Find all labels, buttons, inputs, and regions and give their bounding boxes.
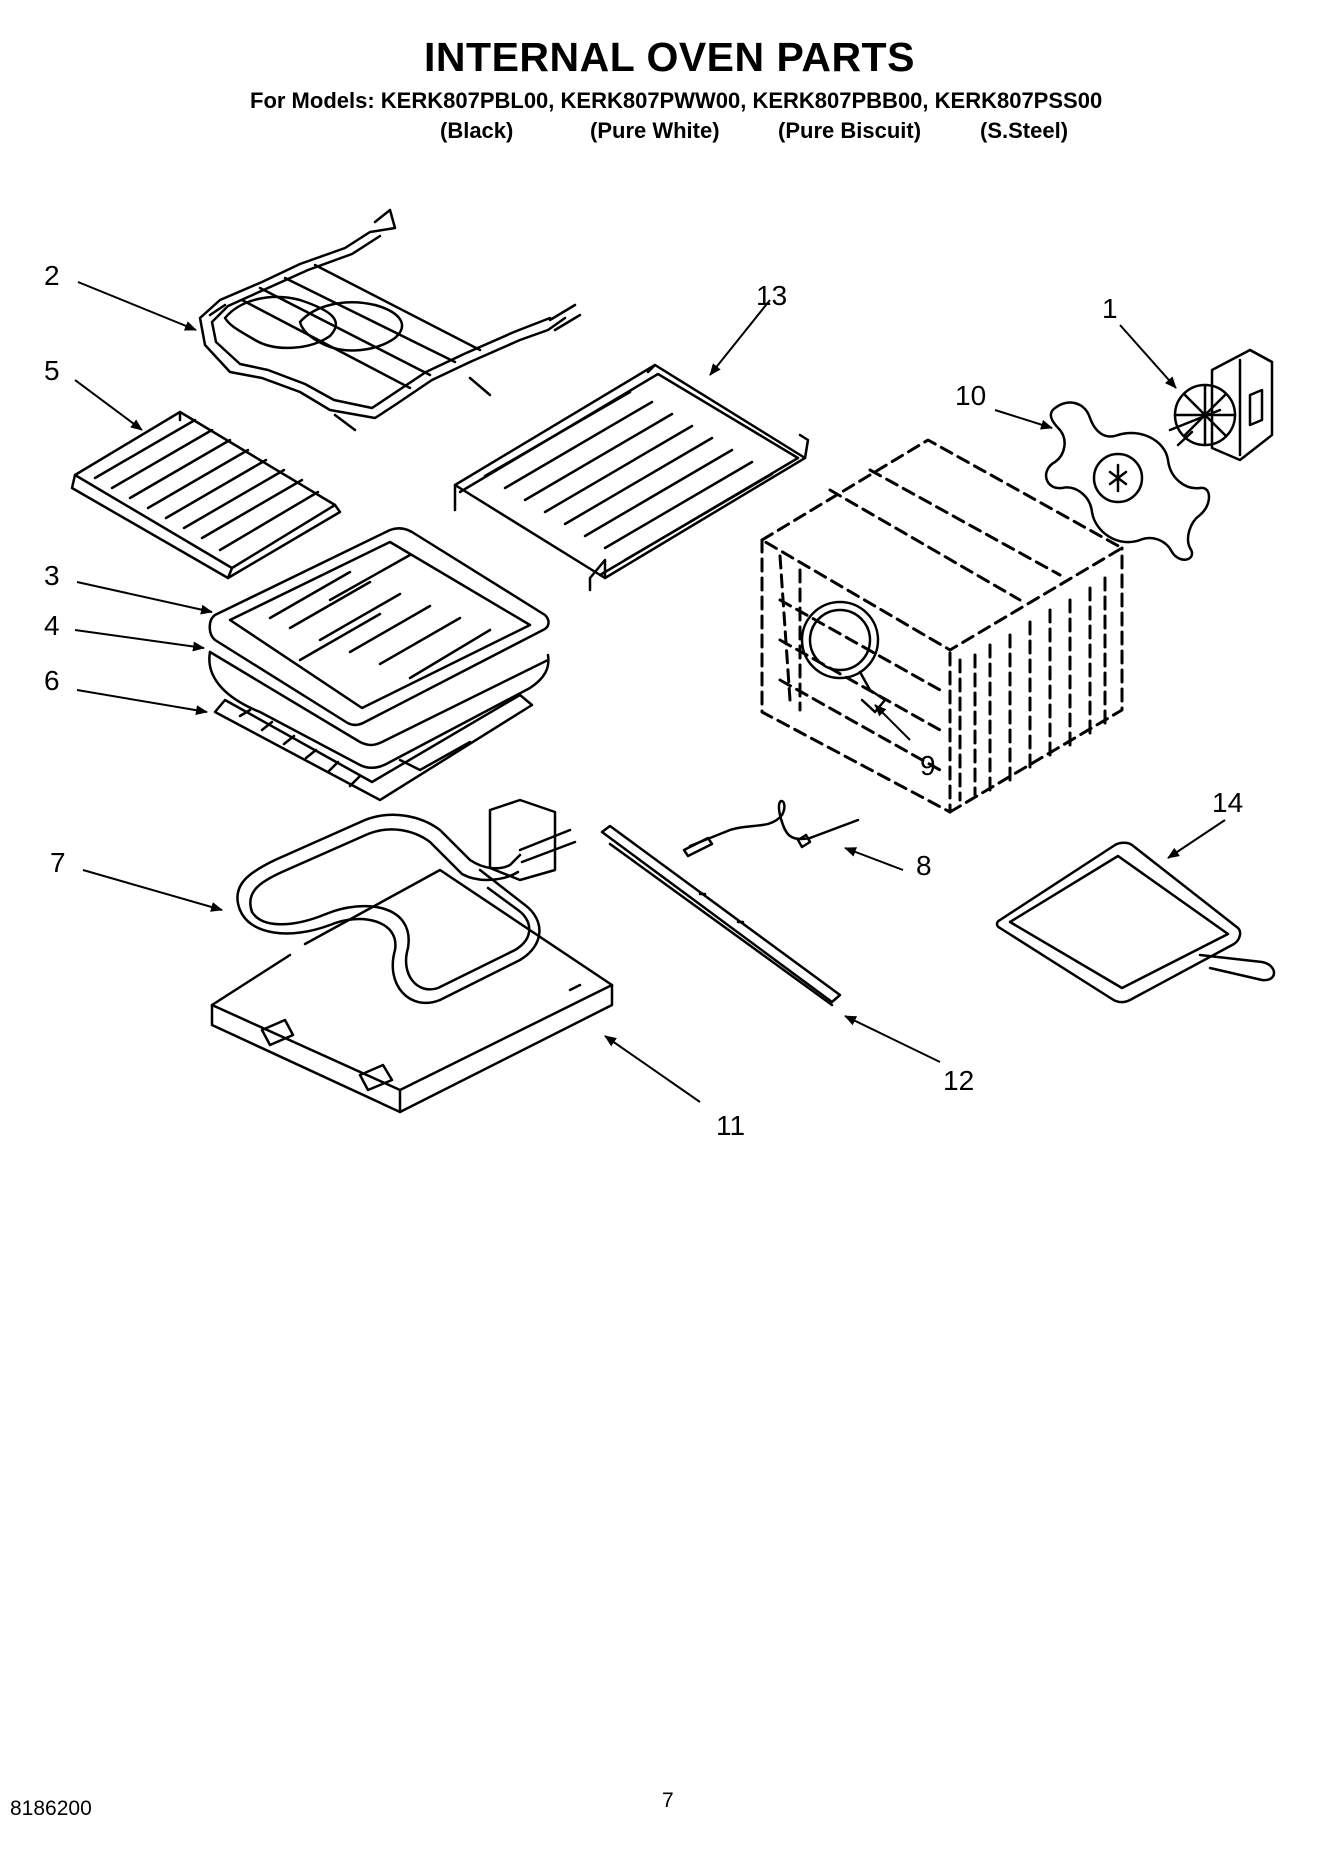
fan-blade-drawing	[1044, 401, 1211, 561]
document-number: 8186200	[10, 1797, 92, 1820]
leader-arrow-8	[844, 847, 904, 871]
page-title: INTERNAL OVEN PARTS	[424, 34, 915, 80]
page-number: 7	[662, 1789, 674, 1812]
leader-arrow-2	[77, 281, 197, 331]
convection-motor-drawing	[1168, 348, 1274, 462]
broiler-pan-drawing	[208, 527, 550, 770]
leader-arrow-7	[82, 869, 223, 912]
variant-pure-white: (Pure White)	[590, 118, 720, 143]
leader-arrow-1	[1119, 324, 1177, 389]
oven-cavity-drawing	[760, 438, 1124, 814]
callout-6: 6	[44, 665, 60, 696]
bake-element-drawing	[236, 798, 577, 1005]
callout-13: 13	[756, 280, 787, 311]
trim-strip-drawing	[600, 824, 842, 1007]
callout-14: 14	[1212, 787, 1243, 818]
variant-pure-biscuit: (Pure Biscuit)	[778, 118, 922, 143]
leader-arrow-5	[74, 379, 143, 431]
convection-element-drawing	[800, 600, 887, 714]
callout-1: 1	[1102, 293, 1118, 324]
callout-5: 5	[44, 355, 60, 386]
leader-arrow-9	[874, 704, 911, 741]
callout-8: 8	[916, 850, 932, 881]
callout-3: 3	[44, 560, 60, 591]
leader-arrow-10	[994, 409, 1053, 430]
pan-insert-drawing	[213, 693, 534, 802]
callout-11: 11	[716, 1110, 745, 1141]
callout-4: 4	[44, 610, 60, 641]
callout-10: 10	[955, 380, 986, 411]
callout-7: 7	[50, 847, 66, 878]
models-line: For Models: KERK807PBL00, KERK807PWW00, …	[250, 88, 1103, 113]
callout-12: 12	[943, 1065, 974, 1096]
leader-arrow-11	[604, 1035, 701, 1103]
callout-2: 2	[44, 260, 60, 291]
leader-arrow-6	[76, 689, 208, 716]
variant-stainless-steel: (S.Steel)	[980, 118, 1069, 143]
broiler-rack-drawing	[70, 410, 342, 580]
broil-element-drawing	[198, 208, 582, 432]
griddle-drawing	[995, 841, 1276, 1004]
leader-arrow-13	[709, 299, 771, 376]
temperature-sensor-drawing	[682, 799, 860, 858]
oven-rack-drawing	[453, 363, 810, 592]
leader-arrow-4	[74, 629, 205, 652]
leader-arrow-14	[1167, 819, 1226, 859]
leader-arrow-3	[76, 581, 213, 615]
lower-panel-drawing	[210, 868, 614, 1114]
leader-arrow-12	[844, 1015, 941, 1063]
variant-black: (Black)	[440, 118, 514, 143]
callout-9: 9	[920, 750, 936, 781]
